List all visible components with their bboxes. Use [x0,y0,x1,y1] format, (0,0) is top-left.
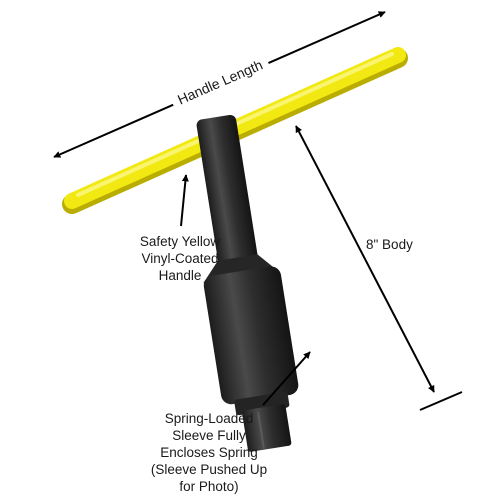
handle-pointer-arrow [180,174,189,227]
sleeve-description-label: Spring-Loaded Sleeve Fully Encloses Spri… [143,410,275,495]
sleeve-pointer-arrow [262,351,311,406]
handle-description-label: Safety Yellow Vinyl-Coated Handle [120,233,240,284]
spring-sleeve [203,266,299,405]
body-length-arrow [295,125,435,393]
body-end-tick [419,391,463,411]
sleeve-description-line-2: Sleeve Fully [172,428,246,443]
sleeve-description-line-3: Encloses Spring [160,445,258,460]
handle-description-line-2: Vinyl-Coated [141,251,219,266]
sleeve-description-line-1: Spring-Loaded [164,411,254,426]
sleeve-description-line-5: for Photo) [179,479,239,494]
handle-description-line-1: Safety Yellow [139,234,221,249]
body-length-label: 8" Body [366,237,413,252]
steel-body [196,114,299,452]
sleeve-description-line-4: (Sleeve Pushed Up [150,462,268,477]
handle-description-line-3: Handle [158,268,202,283]
square-drive-tip [242,404,292,452]
